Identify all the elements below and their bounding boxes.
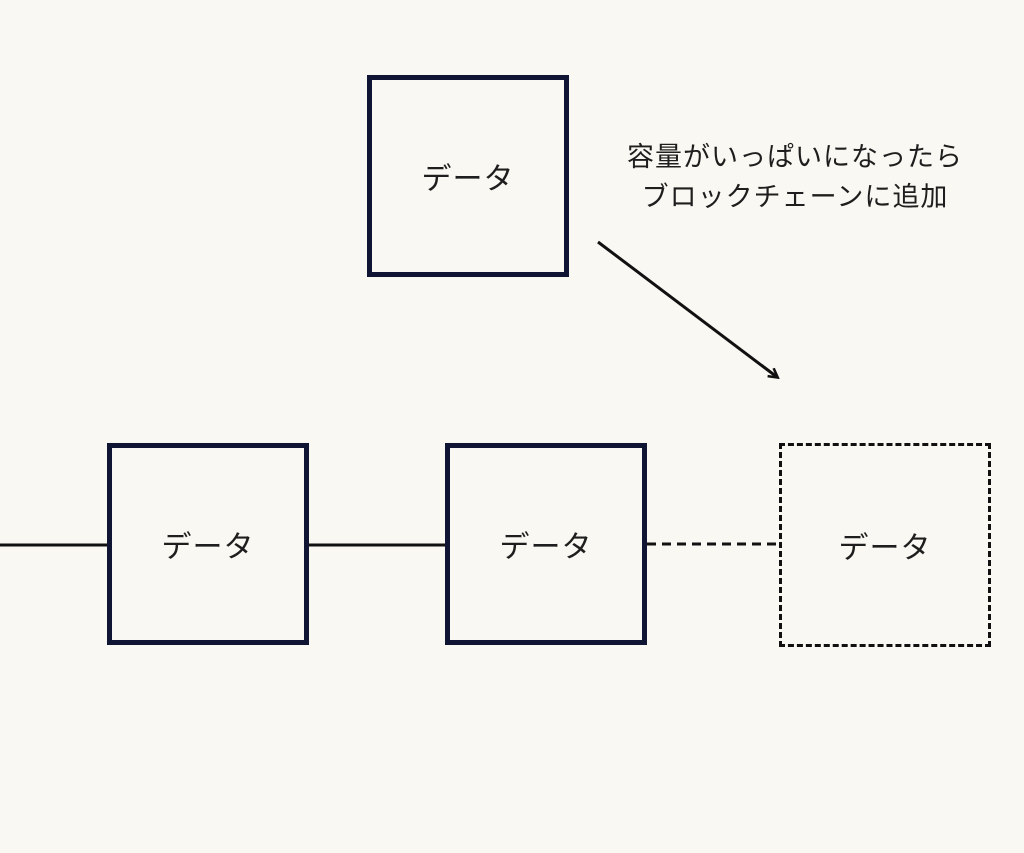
chain-block-1-label: データ <box>161 530 255 565</box>
chain-block-3-pending: データ <box>779 443 991 647</box>
chain-block-1: データ <box>107 443 309 645</box>
annotation-line-1: 容量がいっぱいになったら <box>627 142 963 173</box>
new-data-block: データ <box>367 75 569 277</box>
new-data-block-label: データ <box>421 162 515 197</box>
annotation-line-2: ブロックチェーンに追加 <box>641 182 949 213</box>
chain-block-3-label: データ <box>838 531 932 566</box>
add-arrow <box>597 240 777 377</box>
annotation-text: 容量がいっぱいになったら ブロックチェーンに追加 <box>600 138 990 218</box>
chain-block-2-label: データ <box>499 530 593 565</box>
chain-block-2: データ <box>445 443 647 645</box>
